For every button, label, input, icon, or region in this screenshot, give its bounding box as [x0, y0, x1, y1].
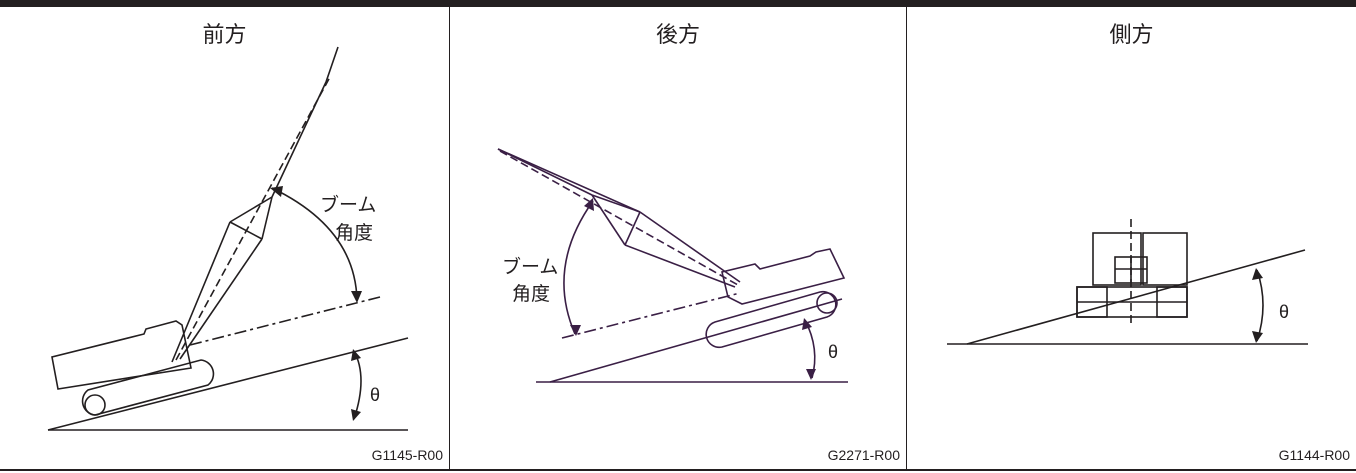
figure-code: G1145-R00 — [371, 447, 443, 463]
arrow-heads — [1252, 268, 1263, 343]
bottom-rule — [0, 469, 1356, 471]
boom-angle-arc — [563, 200, 594, 335]
theta-arc — [353, 350, 362, 420]
upper-body — [721, 248, 846, 305]
panel-rear-header: 後方 — [655, 23, 700, 48]
panel-side-header: 側方 — [1109, 23, 1154, 48]
boom — [171, 46, 339, 363]
boom-angle-label-2: 角度 — [512, 284, 551, 305]
slope-angle-theta: θ — [370, 385, 381, 405]
crawler-track — [81, 359, 215, 416]
slope-angle-theta: θ — [1279, 302, 1290, 322]
figure-code: G2271-R00 — [827, 447, 900, 463]
divider-2 — [906, 7, 907, 469]
slope-line — [966, 249, 1306, 345]
arrow-heads — [270, 186, 362, 421]
boom — [497, 148, 741, 288]
slope-line — [549, 298, 843, 383]
front-slope-diagram — [47, 46, 409, 431]
divider-1 — [449, 7, 450, 469]
theta-arc — [1256, 269, 1264, 342]
slope-line — [47, 337, 409, 431]
top-rule — [0, 0, 1356, 7]
side-slope-diagram — [947, 219, 1308, 345]
boom-angle-reference-line — [561, 292, 741, 339]
upper-body-rear-view — [1092, 232, 1188, 286]
boom-angle-label-1: ブーム — [320, 195, 377, 216]
slope-angle-theta: θ — [828, 342, 839, 362]
boom-angle-label-1: ブーム — [502, 257, 559, 278]
panel-front-header: 前方 — [202, 23, 247, 48]
boom-angle-label-2: 角度 — [335, 223, 374, 244]
boom-angle-reference-line — [189, 296, 381, 346]
arrow-heads — [570, 198, 816, 380]
crawler-track — [705, 290, 838, 349]
crawler-side-view — [1076, 286, 1188, 318]
figure-code: G1144-R00 — [1278, 447, 1350, 463]
panel-rear: 後方 — [450, 7, 906, 469]
panel-front: 前方 — [0, 7, 449, 469]
boom-angle-arc — [271, 187, 358, 301]
upper-body — [51, 320, 192, 390]
rear-slope-diagram — [497, 148, 848, 383]
panel-side: 側方 θ G1144-R00 — [907, 7, 1356, 469]
